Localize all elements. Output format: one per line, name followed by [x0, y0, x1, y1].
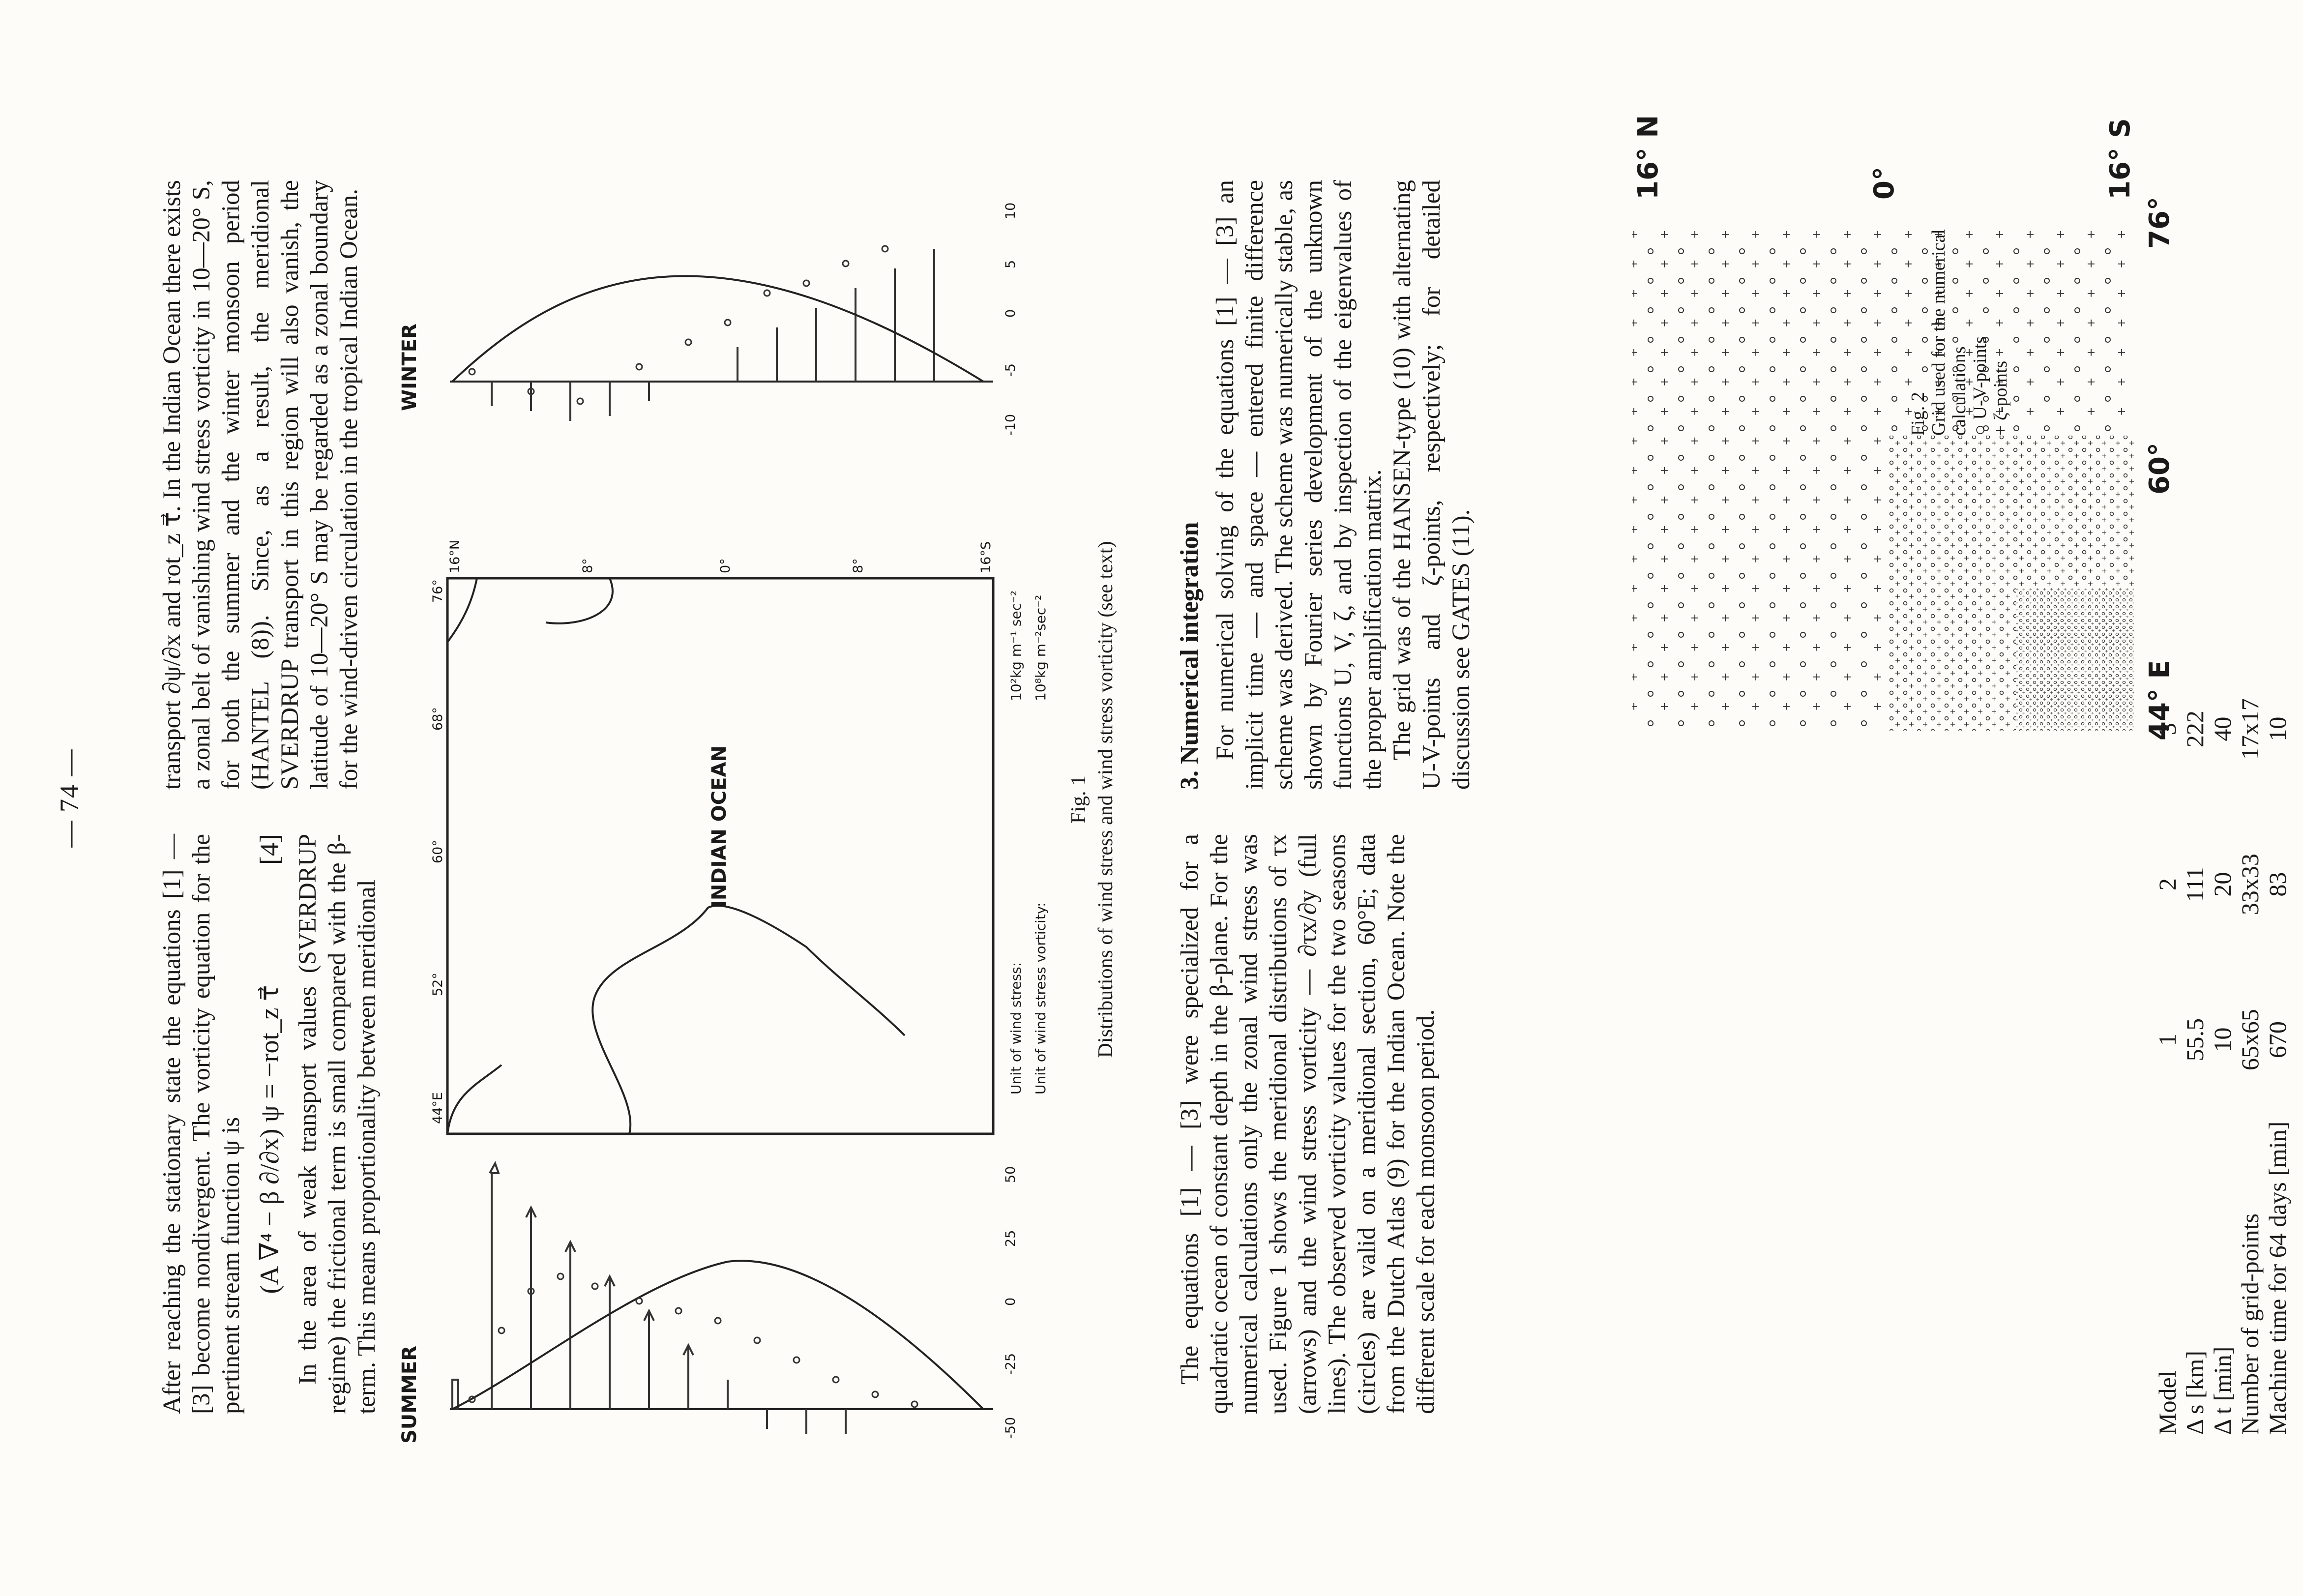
coast-sw [446, 1064, 502, 1134]
lat-tick-3: 8° [851, 558, 866, 573]
row-label: Model [2154, 1370, 2181, 1435]
lon-tick-3: 68° [430, 707, 445, 731]
summer-scale-0: -50 [1003, 1417, 1018, 1439]
table-cell: 65x65 [2236, 1009, 2264, 1071]
figure-1: SUMMER WINTER INDIAN OCEAN 44°E 52° 60° … [398, 160, 1146, 1444]
equation-body: (A ∇⁴ − β ∂/∂x) ψ = −rot_z τ⃗ [255, 985, 284, 1294]
table-cell: 83 [2264, 872, 2291, 897]
summer-scale-4: 50 [1003, 1166, 1018, 1183]
winter-panel [450, 245, 993, 421]
table-row: Machine time for 64 days [min] 670 83 10 [2264, 651, 2291, 1439]
lon-tick-0: 44°E [430, 1092, 445, 1124]
unit-vorticity-value: 10⁸kg m⁻²sec⁻² [1033, 594, 1049, 701]
figure-2-caption-line-1: Grid used for the numerical [1928, 229, 1949, 436]
section-3: 3. Numerical integration For numerical s… [1175, 180, 1476, 790]
table-row: Number of grid-points 65x65 33x33 17x17 [2236, 651, 2264, 1439]
model-table: Model 1 2 3 Δ s [km] 55.5 111 222 Δ t [m… [2154, 455, 2291, 1439]
table-cell: 670 [2264, 1021, 2291, 1059]
right-para-1: transport ∂ψ/∂x and rot_z τ⃗. In the Ind… [158, 180, 363, 790]
lower-left-column: The equations [1] — [3] were specialized… [1175, 834, 1441, 1414]
left-column: After reaching the stationary state the … [157, 834, 382, 1414]
lat-tick-1: 8° [580, 558, 595, 573]
row-label: Number of grid-points [2236, 1213, 2264, 1435]
fig2-lat-16n: 16° N [1632, 115, 1664, 200]
lon-tick-2: 60° [430, 840, 445, 863]
table-cell: 17x17 [2236, 698, 2264, 760]
section-3-para-1: For numerical solving of the equations [… [1211, 180, 1387, 790]
vorticity-equation: (A ∇⁴ − β ∂/∂x) ψ = −rot_z τ⃗ [4] [255, 834, 284, 1414]
table-row: Δ t [min] 10 20 40 [2209, 651, 2236, 1439]
table-cell: 10 [2264, 716, 2291, 741]
table-cell: 20 [2209, 872, 2236, 897]
winter-scale-0: -10 [1003, 414, 1018, 436]
table-cell: 1 [2154, 1034, 2181, 1046]
row-label: Δ s [km] [2181, 1350, 2209, 1435]
table-cell: 111 [2181, 867, 2209, 902]
lower-left-para: The equations [1] — [3] were specialized… [1176, 834, 1440, 1414]
fig2-lat-0: 0° [1868, 167, 1900, 200]
winter-label: WINTER [398, 324, 421, 411]
unit-vorticity-label: Unit of wind stress vorticity: [1033, 902, 1049, 1094]
figure-2: + + + 44° E 60° 76° 16° N 0° 16° S [1613, 23, 2176, 760]
winter-scale-1: -5 [1003, 363, 1018, 377]
fine-grid [2016, 588, 2134, 731]
summer-scale-1: -25 [1003, 1353, 1018, 1375]
figure-1-number: Fig. 1 [1067, 775, 1090, 824]
section-3-heading: 3. Numerical integration [1176, 522, 1204, 790]
section-3-para-2: The grid was of the HANSEN-type (10) wit… [1388, 180, 1475, 790]
fig2-lat-16s: 16° S [2104, 118, 2136, 200]
right-column: transport ∂ψ/∂x and rot_z τ⃗. In the Ind… [157, 180, 364, 790]
summer-panel [450, 1161, 993, 1434]
ocean-label: INDIAN OCEAN [708, 745, 731, 908]
table-cell: 40 [2209, 716, 2236, 741]
unit-stress-value: 10²kg m⁻¹ sec⁻² [1008, 590, 1024, 701]
table-cell: 222 [2181, 710, 2209, 748]
row-label: Δ t [min] [2209, 1346, 2236, 1435]
figure-2-legend-zeta: + ζ-points [1990, 360, 2011, 436]
coast-nw [446, 578, 478, 643]
table-row: Model 1 2 3 [2154, 651, 2181, 1439]
winter-scale-2: 0 [1003, 309, 1018, 318]
table-cell: 3 [2154, 723, 2181, 736]
figure-2-caption: Fig. 2 Grid used for the numerical calcu… [1908, 160, 2011, 436]
table-cell: 55.5 [2181, 1018, 2209, 1062]
figure-1-graphic [446, 245, 995, 1434]
equation-number: [4] [255, 834, 284, 865]
figure-2-grid: + + + [1632, 229, 2134, 731]
lat-tick-0: 16°N [447, 539, 463, 573]
map-frame [446, 577, 995, 1135]
summer-scale-3: 25 [1003, 1230, 1018, 1247]
summer-scale-2: 0 [1003, 1297, 1018, 1306]
left-para-1: After reaching the stationary state the … [158, 834, 245, 1414]
africa-coastline [591, 905, 906, 1134]
unit-stress-label: Unit of wind stress: [1008, 962, 1024, 1094]
lon-tick-1: 52° [430, 973, 445, 996]
page-number: — 74 — [55, 748, 84, 848]
figure-2-caption-line-2: calculations [1949, 346, 1970, 436]
figure-1-caption: Distributions of wind stress and wind st… [1094, 541, 1117, 1058]
summer-label: SUMMER [398, 1345, 421, 1444]
arabia-coastline [545, 578, 614, 624]
table-cell: 2 [2154, 878, 2181, 891]
figure-2-legend-uv: ○ U-V-points [1970, 336, 1990, 436]
winter-scale-4: 10 [1003, 202, 1018, 219]
lon-tick-4: 76° [430, 579, 445, 603]
table-cell: 33x33 [2236, 854, 2264, 916]
figure-2-number: Fig. 2 [1908, 392, 1928, 436]
left-para-2: In the area of weak transport values (SV… [294, 834, 381, 1414]
table-row: Δ s [km] 55.5 111 222 [2181, 651, 2209, 1439]
row-label: Machine time for 64 days [min] [2264, 1121, 2291, 1435]
table-cell: 10 [2209, 1027, 2236, 1052]
winter-scale-3: 5 [1003, 260, 1018, 268]
lat-tick-2: 0° [718, 558, 733, 573]
fig2-lon-76: 76° [2144, 197, 2176, 249]
lat-tick-4: 16°S [978, 541, 994, 573]
